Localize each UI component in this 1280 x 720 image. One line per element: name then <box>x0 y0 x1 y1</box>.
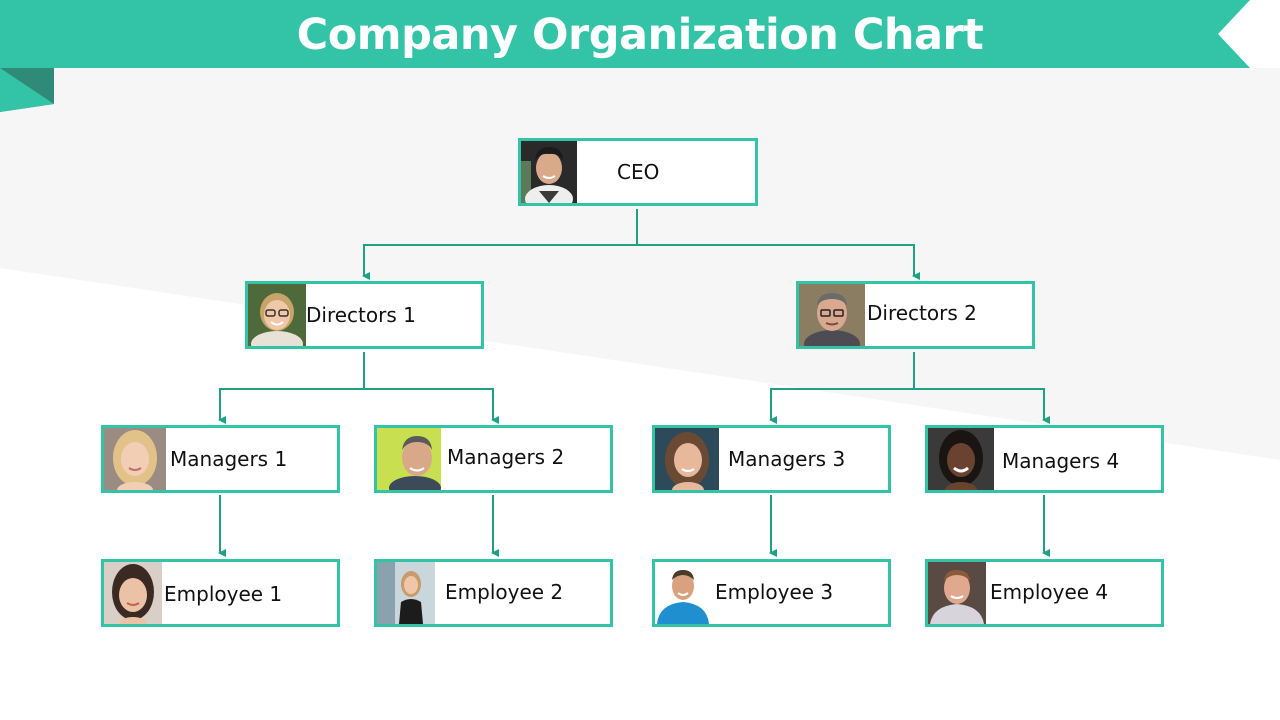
org-node-ceo: CEO <box>518 138 758 206</box>
ceo-avatar <box>521 141 577 203</box>
connector-director-1-manager-1 <box>218 388 364 424</box>
org-node-managers-4: Managers 4 <box>925 425 1164 493</box>
managers-2-label: Managers 2 <box>447 445 565 469</box>
managers-3-avatar <box>655 428 719 490</box>
directors-1-avatar <box>248 284 306 346</box>
connector-director-2-manager-4 <box>914 388 1050 424</box>
org-node-managers-1: Managers 1 <box>101 425 340 493</box>
employee-4-label: Employee 4 <box>990 580 1109 604</box>
title-ribbon <box>0 0 1250 112</box>
employee-2-label: Employee 2 <box>445 580 564 604</box>
org-node-managers-2: Managers 2 <box>374 425 613 493</box>
directors-2-label: Directors 2 <box>867 301 977 325</box>
employee-1-avatar <box>104 562 162 624</box>
employee-1-label: Employee 1 <box>164 582 283 606</box>
org-node-employee-4: Employee 4 <box>925 559 1164 627</box>
managers-1-avatar <box>104 428 166 490</box>
connector-ceo-director-1 <box>362 244 637 280</box>
org-node-managers-3: Managers 3 <box>652 425 891 493</box>
managers-1-label: Managers 1 <box>170 447 288 471</box>
managers-4-avatar <box>928 428 994 490</box>
connector-ceo-director-2 <box>637 244 920 280</box>
managers-3-label: Managers 3 <box>728 447 846 471</box>
connector-director-2-manager-3 <box>769 388 914 424</box>
connector-director-1-manager-2 <box>364 388 499 424</box>
org-node-directors-2: Directors 2 <box>796 281 1035 349</box>
page-title: Company Organization Chart <box>296 10 984 60</box>
employee-4-avatar <box>928 562 986 624</box>
ceo-label: CEO <box>617 160 660 184</box>
employee-3-label: Employee 3 <box>715 580 834 604</box>
org-node-employee-2: Employee 2 <box>374 559 613 627</box>
org-node-directors-1: Directors 1 <box>245 281 484 349</box>
org-node-employee-1: Employee 1 <box>101 559 340 627</box>
employee-3-avatar <box>655 562 711 624</box>
directors-2-avatar <box>799 284 865 346</box>
employee-2-avatar <box>377 562 435 624</box>
managers-4-label: Managers 4 <box>1002 449 1120 473</box>
org-node-employee-3: Employee 3 <box>652 559 891 627</box>
managers-2-avatar <box>377 428 441 490</box>
directors-1-label: Directors 1 <box>306 303 416 327</box>
